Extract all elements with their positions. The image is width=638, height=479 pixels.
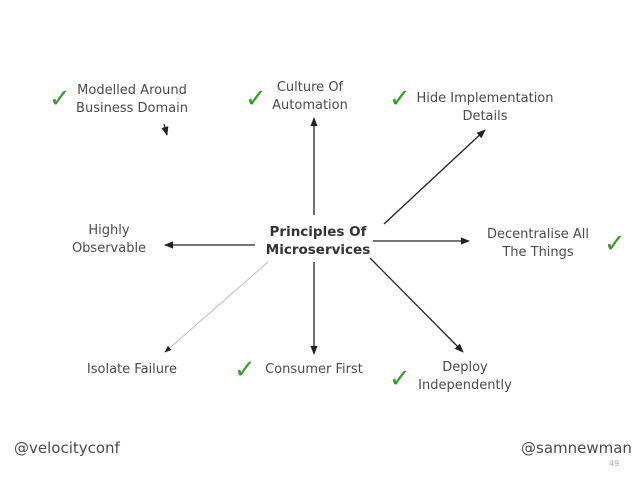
node-decentralise-line-1: Decentralise All <box>486 227 590 242</box>
arrow-to-modelled <box>161 123 169 136</box>
node-decentralise-line-2: The Things <box>502 245 574 260</box>
node-hide-line-2: Details <box>462 109 508 124</box>
check-icon-modelled: ✓ <box>49 84 71 114</box>
node-modelled: Modelled Around Business Domain <box>70 82 194 118</box>
node-modelled-line-1: Modelled Around <box>77 83 187 98</box>
node-consumer: Consumer First <box>257 361 371 379</box>
check-icon-culture: ✓ <box>245 84 267 114</box>
node-culture-line-2: Automation <box>272 98 348 113</box>
node-observable: Highly Observable <box>64 222 154 258</box>
arrow-to-isolate <box>164 261 269 353</box>
arrow-to-deploy <box>369 257 464 353</box>
check-icon-hide: ✓ <box>389 84 411 114</box>
node-hide-line-1: Hide Implementation <box>416 91 554 106</box>
node-culture-line-1: Culture Of <box>276 80 344 95</box>
node-consumer-line-1: Consumer First <box>265 362 363 377</box>
node-observable-line-2: Observable <box>71 241 147 256</box>
node-culture: Culture Of Automation <box>262 79 358 115</box>
arrow-to-hide <box>383 129 486 225</box>
center-line-1: Principles Of <box>269 224 367 240</box>
node-hide: Hide Implementation Details <box>410 90 560 126</box>
node-isolate: Isolate Failure <box>80 361 184 379</box>
node-isolate-line-1: Isolate Failure <box>86 362 178 377</box>
center-label: Principles Of Microservices <box>258 223 378 259</box>
node-observable-line-1: Highly <box>88 223 130 238</box>
node-modelled-line-2: Business Domain <box>76 101 188 116</box>
check-icon-deploy: ✓ <box>389 364 411 394</box>
node-decentralise: Decentralise All The Things <box>478 226 598 262</box>
check-icon-decentralise: ✓ <box>604 229 626 259</box>
center-line-2: Microservices <box>265 242 371 258</box>
page-number: 49 <box>609 459 620 468</box>
node-deploy-line-1: Deploy <box>442 360 488 375</box>
footer-left-handle: @velocityconf <box>14 439 120 457</box>
footer-right-handle: @samnewman <box>521 439 632 457</box>
check-icon-consumer: ✓ <box>234 355 256 385</box>
node-deploy-line-2: Independently <box>418 378 512 393</box>
node-deploy: Deploy Independently <box>410 359 520 395</box>
